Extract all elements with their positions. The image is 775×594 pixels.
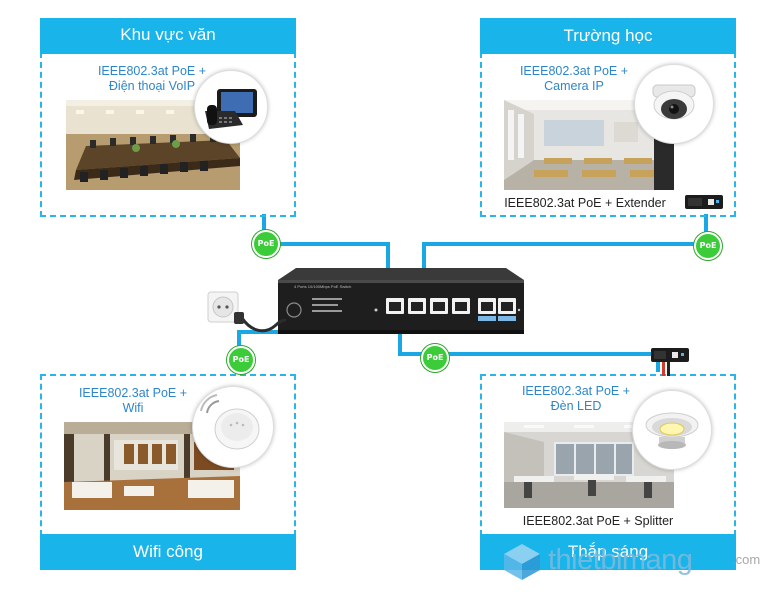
office-caption-line1: IEEE802.3at PoE + [97,64,207,78]
poe-switch: 4 Ports 10/100Mbps PoE Switch [276,262,526,340]
lighting-bottom-caption: IEEE802.3at PoE + Splitter [522,514,674,528]
voip-phone-icon [205,89,257,129]
poe-badge-lighting: PoE [421,344,449,372]
watermark: thietbimang .com [500,538,770,584]
ip-camera-icon [652,84,696,120]
office-interior-photo [504,422,674,508]
splitter-device-icon [650,346,690,378]
extender-device-icon [684,192,724,212]
wifi-caption-line2: Wifi [122,401,144,415]
lighting-caption-line1: IEEE802.3at PoE + [521,384,631,398]
wifi-access-point-icon [200,394,260,450]
school-caption-line2: Camera IP [544,79,604,93]
led-light-circle [632,390,712,470]
power-outlet-icon [206,290,290,336]
school-caption-line1: IEEE802.3at PoE + [519,64,629,78]
wifi-caption-line1: IEEE802.3at PoE + [78,386,188,400]
wifi-ap-circle [192,386,274,468]
lighting-caption: IEEE802.3at PoE + Đèn LED [496,384,656,414]
voip-phone-circle [194,70,268,144]
watermark-brand: thietbimang [548,544,693,576]
office-caption: IEEE802.3at PoE + Điện thoại VoIP [70,64,234,94]
panel-wifi-title: Wifi công [40,534,296,570]
poe-badge-school: PoE [694,232,722,260]
school-caption: IEEE802.3at PoE + Camera IP [494,64,654,94]
switch-label: 4 Ports 10/100Mbps PoE Switch [294,284,352,289]
poe-badge-office: PoE [252,230,280,258]
classroom-photo [504,100,674,190]
poe-badge-wifi: PoE [227,346,255,374]
watermark-suffix: .com [732,552,761,567]
ip-camera-circle [634,64,714,144]
wifi-caption: IEEE802.3at PoE + Wifi [66,386,200,416]
panel-school-title: Trường học [480,18,736,54]
watermark-logo-icon [504,544,540,580]
lighting-caption-line2: Đèn LED [550,399,602,413]
office-caption-line2: Điện thoại VoIP [108,79,196,93]
panel-office-title: Khu vực văn [40,18,296,54]
school-bottom-caption: IEEE802.3at PoE + Extender [504,196,666,210]
led-downlight-icon [645,412,699,449]
